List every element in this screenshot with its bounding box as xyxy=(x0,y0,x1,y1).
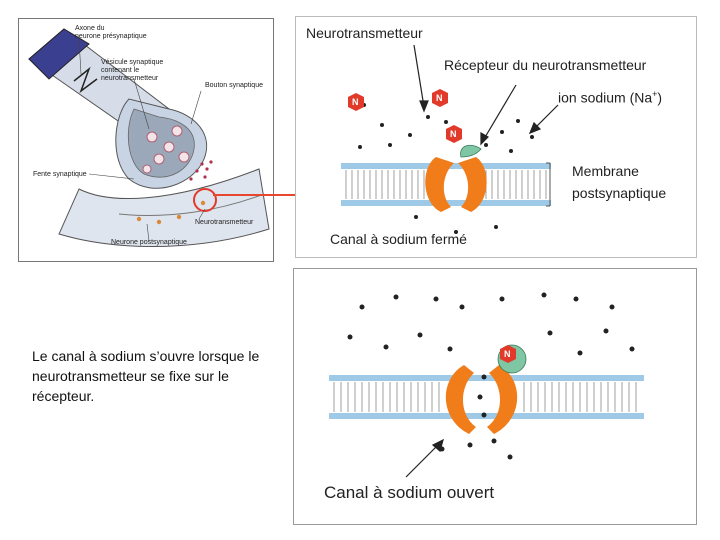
closed-channel-panel: Neurotransmetteur Récepteur du neurotran… xyxy=(295,16,697,258)
n-letter-3: N xyxy=(450,129,457,139)
highlight-circle xyxy=(193,188,217,212)
n-letter-open: N xyxy=(504,349,511,359)
synapse-drawing xyxy=(28,28,270,247)
label-recepteur: Récepteur du neurotransmetteur xyxy=(444,57,647,73)
open-channel-panel: N Canal à sodium ouvert xyxy=(293,268,697,525)
open-channel-drawing xyxy=(329,292,644,478)
open-channel-title: Canal à sodium ouvert xyxy=(324,483,495,502)
neurotransmitter-hex-3 xyxy=(446,125,462,143)
neurotransmitter-hex-2 xyxy=(432,89,448,107)
neurotransmitter-hex-1 xyxy=(348,93,364,111)
label-bouton: Bouton synaptique xyxy=(205,82,263,89)
label-fente: Fente synaptique xyxy=(33,171,87,178)
label-neurone-post: Neurone postsynaptique xyxy=(111,239,187,246)
caption-text: Le canal à sodium s’ouvre lorsque le neu… xyxy=(32,348,260,404)
label-ion-sodium: ion sodium (Na+) xyxy=(558,89,663,106)
closed-channel-title: Canal à sodium fermé xyxy=(330,231,467,247)
n-letter-1: N xyxy=(352,97,359,107)
closed-channel-drawing xyxy=(341,44,559,234)
label-neurotransmetteur: Neurotransmetteur xyxy=(195,219,254,226)
label-postsynaptique: postsynaptique xyxy=(572,185,667,201)
n-letter-2: N xyxy=(436,93,443,103)
label-neurotransmetteur-top: Neurotransmetteur xyxy=(306,25,423,41)
label-membrane: Membrane xyxy=(572,163,639,179)
